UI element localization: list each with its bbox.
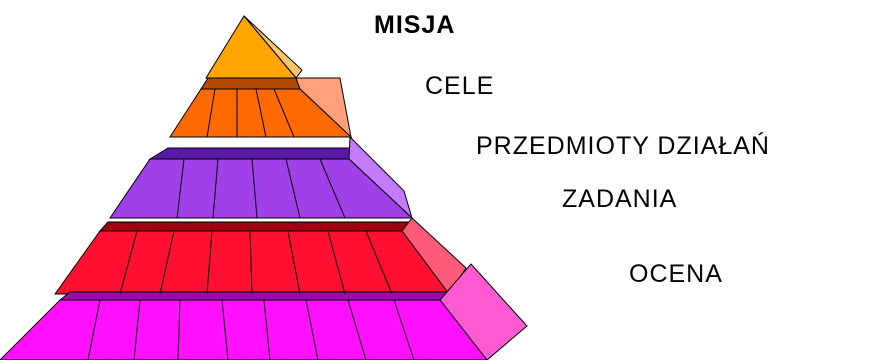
tier-front-przedmioty-dzialan xyxy=(109,158,414,219)
tier-front-misja xyxy=(205,15,298,79)
tier-divider-przedmioty-dzialan-5 xyxy=(319,158,346,219)
tier-divider-zadania-5 xyxy=(287,230,301,295)
tier-front-ocena xyxy=(0,299,488,360)
level-label-cele: CELE xyxy=(425,72,495,100)
tier-divider-ocena-3 xyxy=(177,299,181,360)
tier-divider-zadania-6 xyxy=(327,230,346,295)
tier-divider-ocena-8 xyxy=(393,299,415,360)
tier-top-zadania xyxy=(98,221,415,232)
tier-divider-ocena-4 xyxy=(221,299,229,360)
level-label-przedmioty-dzialan: PRZEDMIOTY DZIAŁAŃ xyxy=(476,132,770,160)
tier-divider-ocena-7 xyxy=(347,299,367,360)
tier-divider-cele-4 xyxy=(206,88,216,138)
level-label-ocena: OCENA xyxy=(629,260,723,288)
tier-divider-zadania-1 xyxy=(119,230,138,295)
tier-top-przedmioty-dzialan xyxy=(148,147,357,160)
tier-divider-przedmioty-dzialan-4 xyxy=(285,158,301,219)
pyramid-dividers xyxy=(87,88,415,360)
tier-divider-ocena-5 xyxy=(263,299,271,360)
tier-divider-ocena-1 xyxy=(87,299,101,360)
level-label-zadania: ZADANIA xyxy=(562,185,678,213)
tier-divider-przedmioty-dzialan-3 xyxy=(251,158,258,219)
tier-divider-ocena-6 xyxy=(305,299,319,360)
tier-divider-cele-2 xyxy=(255,88,267,138)
tier-top-ocena xyxy=(58,291,457,301)
tier-divider-ocena-2 xyxy=(133,299,141,360)
tier-divider-cele-3 xyxy=(273,88,295,138)
pyramid-tiers xyxy=(0,15,528,360)
tier-divider-zadania-7 xyxy=(365,230,393,295)
level-label-misja: MISJA xyxy=(374,11,456,39)
tier-divider-zadania-4 xyxy=(249,230,253,295)
tier-divider-zadania-2 xyxy=(159,230,175,295)
tier-divider-zadania-3 xyxy=(206,230,213,295)
tier-top-cele xyxy=(200,77,301,90)
tier-divider-przedmioty-dzialan-2 xyxy=(212,158,219,219)
tier-divider-przedmioty-dzialan-1 xyxy=(176,158,185,219)
